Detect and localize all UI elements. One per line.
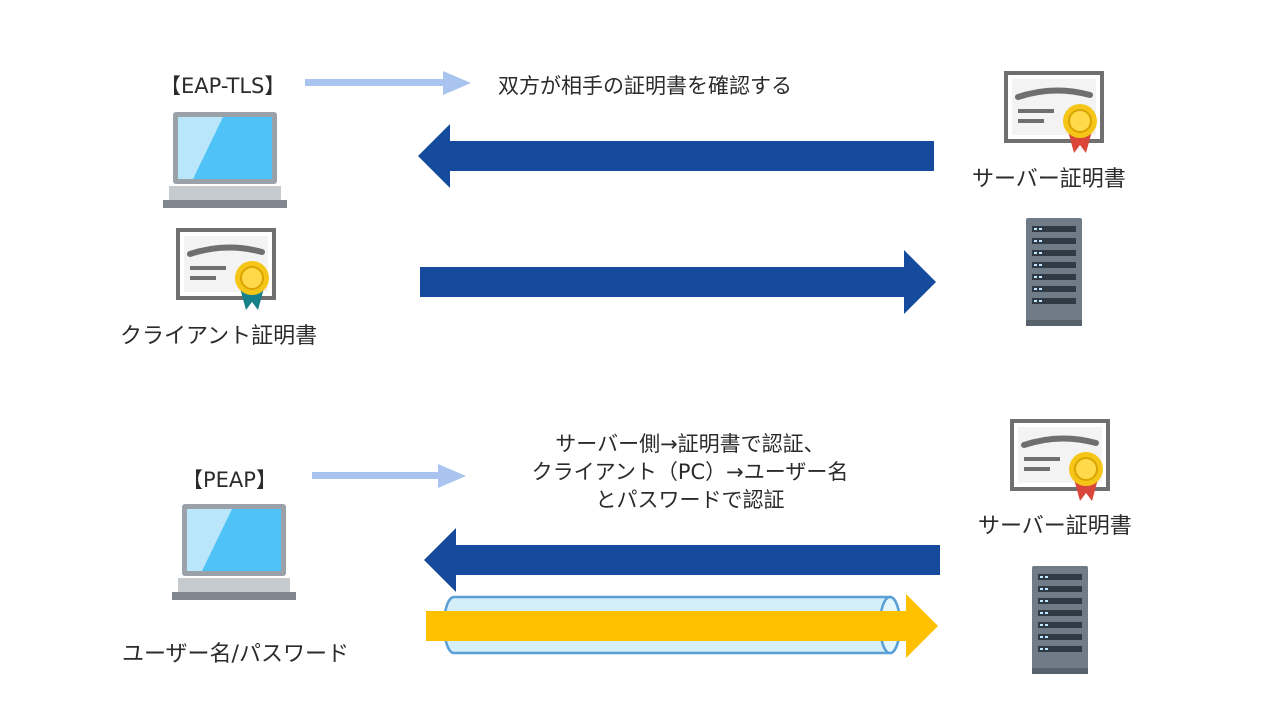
laptop-icon: [163, 112, 287, 208]
client-certificate-icon: [176, 228, 276, 310]
peap-title: 【PEAP】: [182, 468, 277, 492]
eap-tls-description: 双方が相手の証明書を確認する: [498, 74, 792, 98]
tls-tunnel: [426, 594, 938, 658]
client-certificate-label: クライアント証明書: [120, 324, 318, 349]
server-icon: [1026, 218, 1082, 326]
server-certificate-label: サーバー証明書: [978, 514, 1132, 539]
server-certificate-icon: [1010, 419, 1110, 501]
eap-tls-arrow-to-server: [420, 250, 936, 314]
peap-description-line: クライアント（PC）→ユーザー名: [531, 460, 849, 484]
server-certificate-icon: [1004, 71, 1104, 153]
eap-tls-light-arrow: [305, 71, 471, 95]
server-icon: [1032, 566, 1088, 674]
peap-description-line: サーバー側→証明書で認証、: [555, 432, 825, 456]
peap-description: サーバー側→証明書で認証、 クライアント（PC）→ユーザー名 とパスワードで認証: [480, 430, 900, 514]
peap-credentials-arrow-body: [426, 611, 910, 641]
peap-description-line: とパスワードで認証: [595, 488, 785, 512]
client-credentials-label: ユーザー名/パスワード: [122, 642, 349, 667]
peap-credentials-arrow-head: [906, 594, 938, 658]
peap-light-arrow: [312, 464, 466, 488]
eap-tls-title: 【EAP-TLS】: [160, 74, 286, 98]
peap-arrow-to-client: [424, 528, 940, 592]
laptop-icon: [172, 504, 296, 600]
server-certificate-label: サーバー証明書: [972, 167, 1126, 192]
eap-tls-arrow-to-client: [418, 124, 934, 188]
